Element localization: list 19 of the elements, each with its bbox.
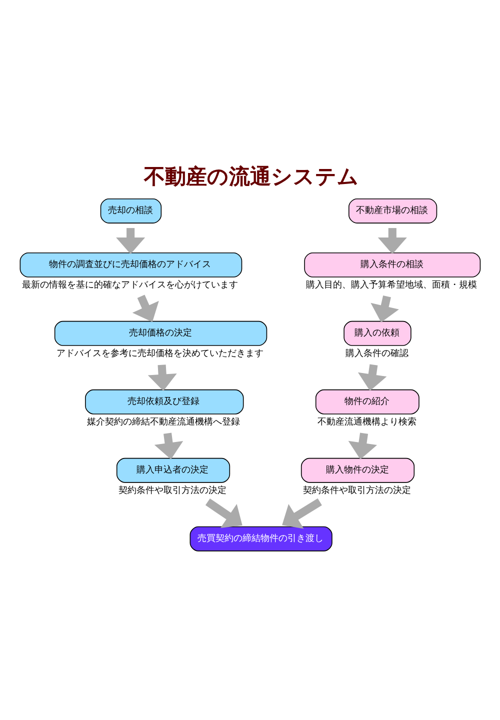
diagram-title: 不動産の流通システム <box>144 164 360 188</box>
arrow <box>348 432 378 460</box>
node-label: 契約条件や取引方法の決定 <box>302 486 411 496</box>
arrow <box>132 294 159 322</box>
node-label: アドバイスを参考に売却価格を決めていただきます <box>56 348 264 359</box>
arrow <box>148 364 177 391</box>
node-label: 最新の情報を基に的確なアドバイスを心がけています <box>22 280 238 290</box>
node-label: 媒介契約の締結不動産流通機構へ登録 <box>87 417 240 428</box>
arrow <box>154 432 184 460</box>
arrow <box>205 498 242 528</box>
arrow <box>282 498 322 529</box>
node-label: 契約条件や取引方法の決定 <box>118 486 226 496</box>
node-label: 不動産流通機構より検索 <box>317 417 416 428</box>
arrow <box>116 228 146 254</box>
node-label: 購入目的、購入予算希望地域、面積・規模 <box>306 280 478 290</box>
arrow <box>358 364 387 391</box>
node-label: 購入条件の確認 <box>346 348 409 359</box>
arrow <box>370 295 399 322</box>
arrow <box>378 228 407 254</box>
